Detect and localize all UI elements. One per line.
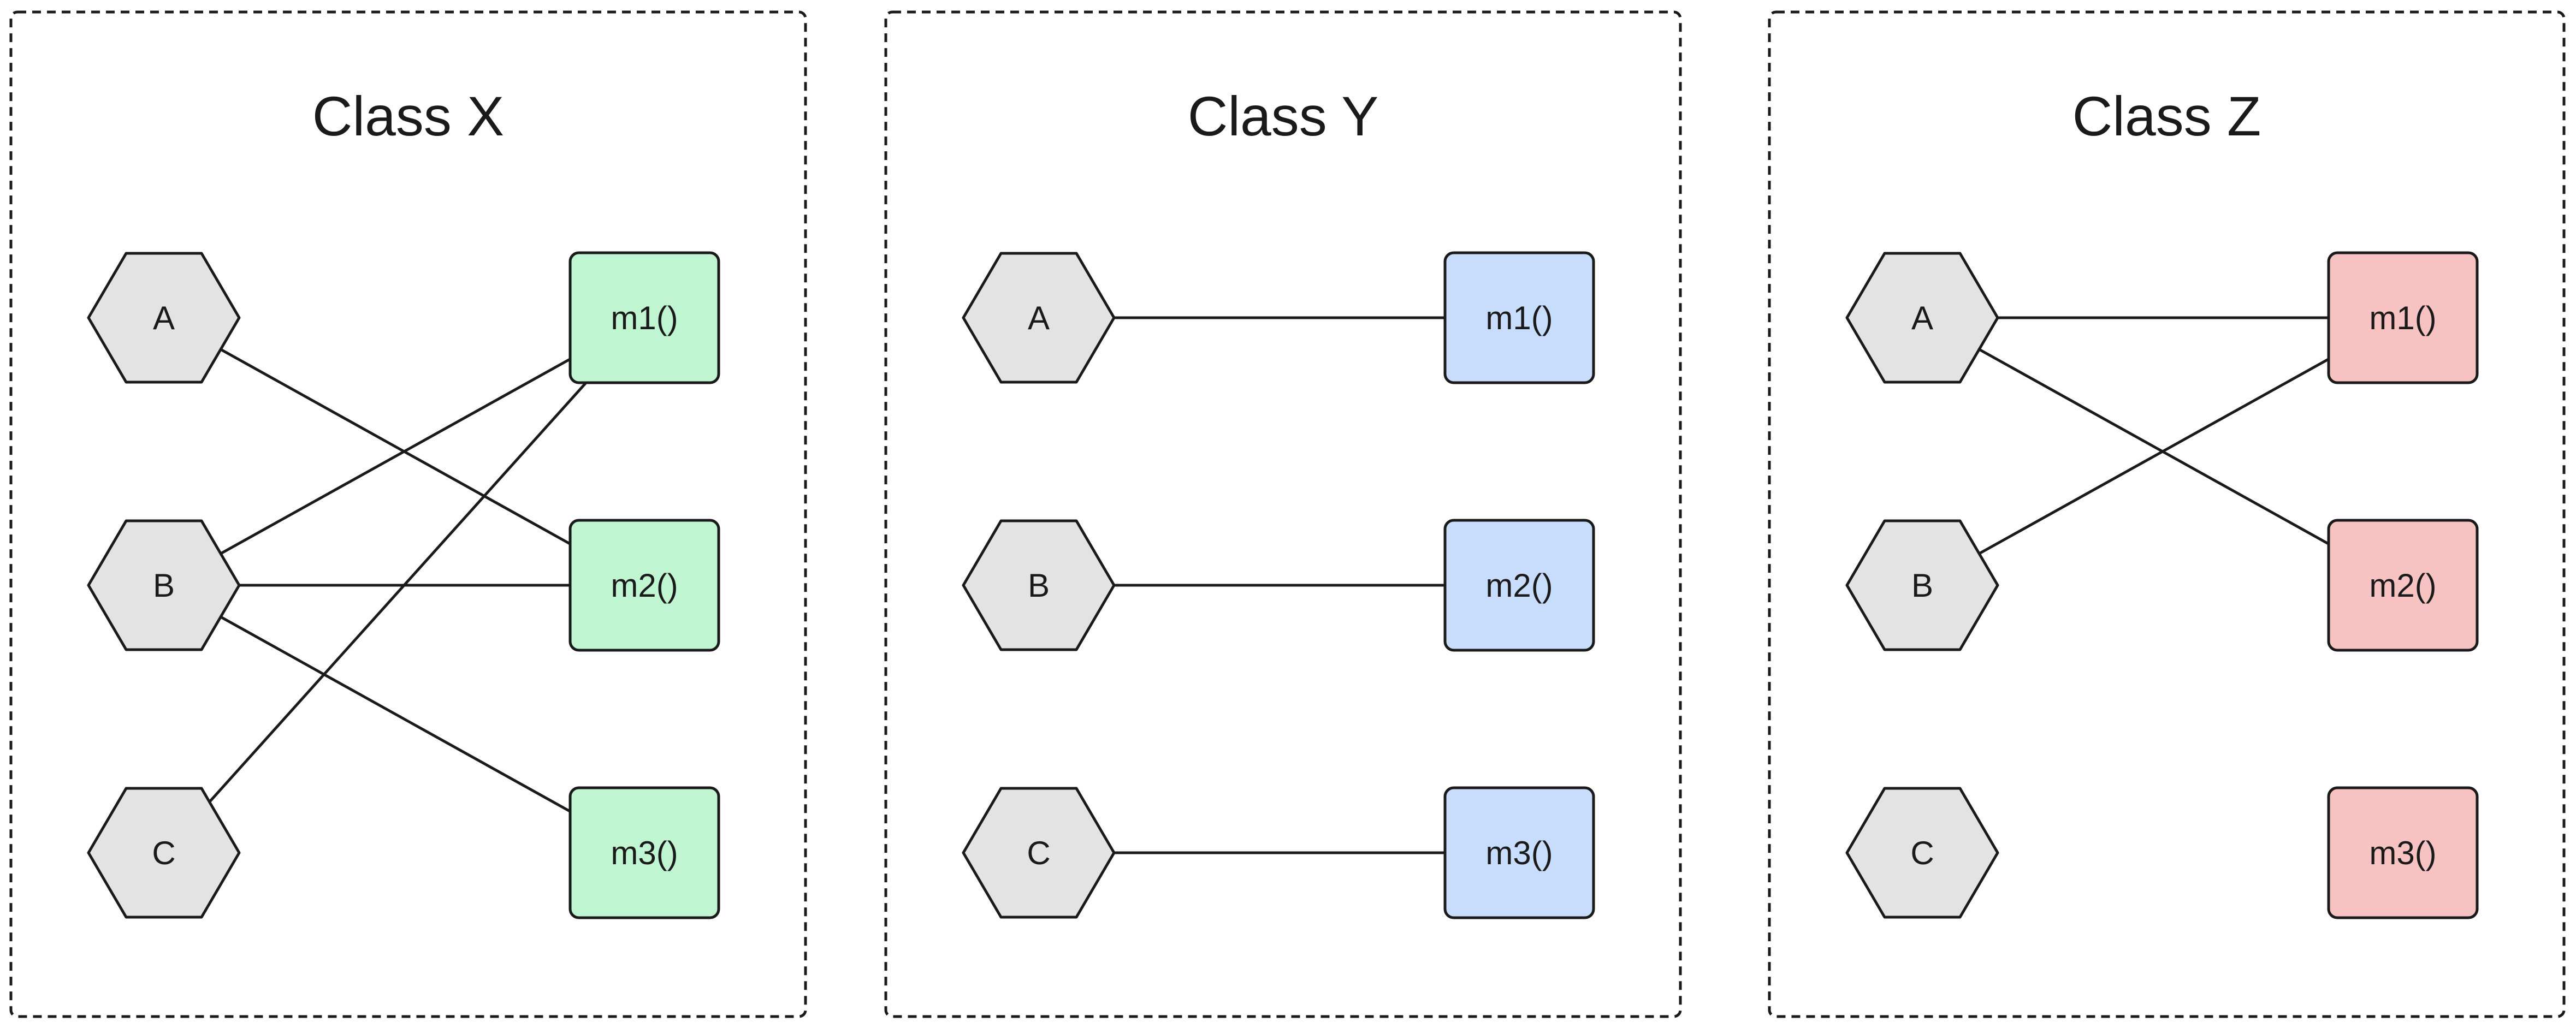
method-label: m2() [1485, 567, 1553, 604]
attribute-node-c: C [87, 787, 241, 919]
method-box-shape [1443, 251, 1595, 384]
attribute-label: C [152, 835, 175, 871]
hexagon-shape [962, 787, 1116, 919]
class-panel-classx: Class X A B Cm1() m2() m3() [9, 10, 807, 1018]
method-node-m1: m1() [569, 251, 720, 384]
attribute-node-a: A [1845, 252, 1999, 384]
method-node-m2: m2() [1443, 519, 1595, 652]
panel-title: Class Y [1188, 85, 1379, 147]
method-label: m1() [611, 300, 678, 336]
method-node-m3: m3() [2327, 786, 2479, 919]
panel-title: Class Z [2072, 85, 2261, 147]
method-box-shape [2327, 251, 2479, 384]
hexagon-shape [1845, 252, 1999, 384]
method-label: m1() [1485, 300, 1553, 336]
panel-dashed-border [9, 10, 807, 1018]
method-label: m2() [2369, 567, 2436, 604]
attribute-label: A [1028, 300, 1050, 336]
attribute-label: B [1028, 567, 1050, 604]
method-box-shape [1443, 519, 1595, 652]
attribute-node-b: B [1845, 519, 1999, 651]
method-box-shape [1443, 786, 1595, 919]
hexagon-shape [962, 252, 1116, 384]
edge-c-to-m1 [163, 317, 646, 854]
method-box-shape [2327, 786, 2479, 919]
method-label: m1() [2369, 300, 2436, 336]
attribute-node-c: C [962, 787, 1116, 919]
method-box-shape [2327, 519, 2479, 652]
edge-b-to-m1 [1921, 316, 2404, 587]
hexagon-shape [1845, 787, 1999, 919]
attribute-label: C [1027, 835, 1050, 871]
method-node-m2: m2() [2327, 519, 2479, 652]
method-node-m1: m1() [1443, 251, 1595, 384]
method-label: m2() [611, 567, 678, 604]
method-box-shape [569, 786, 720, 919]
hexagon-shape [1845, 519, 1999, 651]
hexagon-shape [87, 252, 241, 384]
attribute-label: B [153, 567, 175, 604]
method-box-shape [569, 519, 720, 652]
method-node-m3: m3() [569, 786, 720, 919]
attribute-label: A [1911, 300, 1933, 336]
method-node-m2: m2() [569, 519, 720, 652]
method-label: m3() [2369, 835, 2436, 871]
hexagon-shape [87, 787, 241, 919]
panel-dashed-border [884, 10, 1682, 1018]
method-label: m3() [1485, 835, 1553, 871]
panel-dashed-border [1768, 10, 2566, 1018]
attribute-node-a: A [962, 252, 1116, 384]
edge-b-to-m3 [163, 584, 646, 854]
method-node-m1: m1() [2327, 251, 2479, 384]
attribute-node-b: B [962, 519, 1116, 651]
class-panel-classy: Class Y A B Cm1() m2() m3() [884, 10, 1682, 1018]
hexagon-shape [87, 519, 241, 651]
attribute-label: A [153, 300, 175, 336]
class-panel-classz: Class Z A B Cm1() m2() m3() [1768, 10, 2566, 1018]
attribute-label: B [1911, 567, 1933, 604]
attribute-label: C [1910, 835, 1934, 871]
method-label: m3() [611, 835, 678, 871]
attribute-node-c: C [1845, 787, 1999, 919]
attribute-node-a: A [87, 252, 241, 384]
hexagon-shape [962, 519, 1116, 651]
attribute-node-b: B [87, 519, 241, 651]
edge-b-to-m1 [163, 316, 646, 587]
method-node-m3: m3() [1443, 786, 1595, 919]
panel-title: Class X [312, 85, 504, 147]
method-box-shape [569, 251, 720, 384]
